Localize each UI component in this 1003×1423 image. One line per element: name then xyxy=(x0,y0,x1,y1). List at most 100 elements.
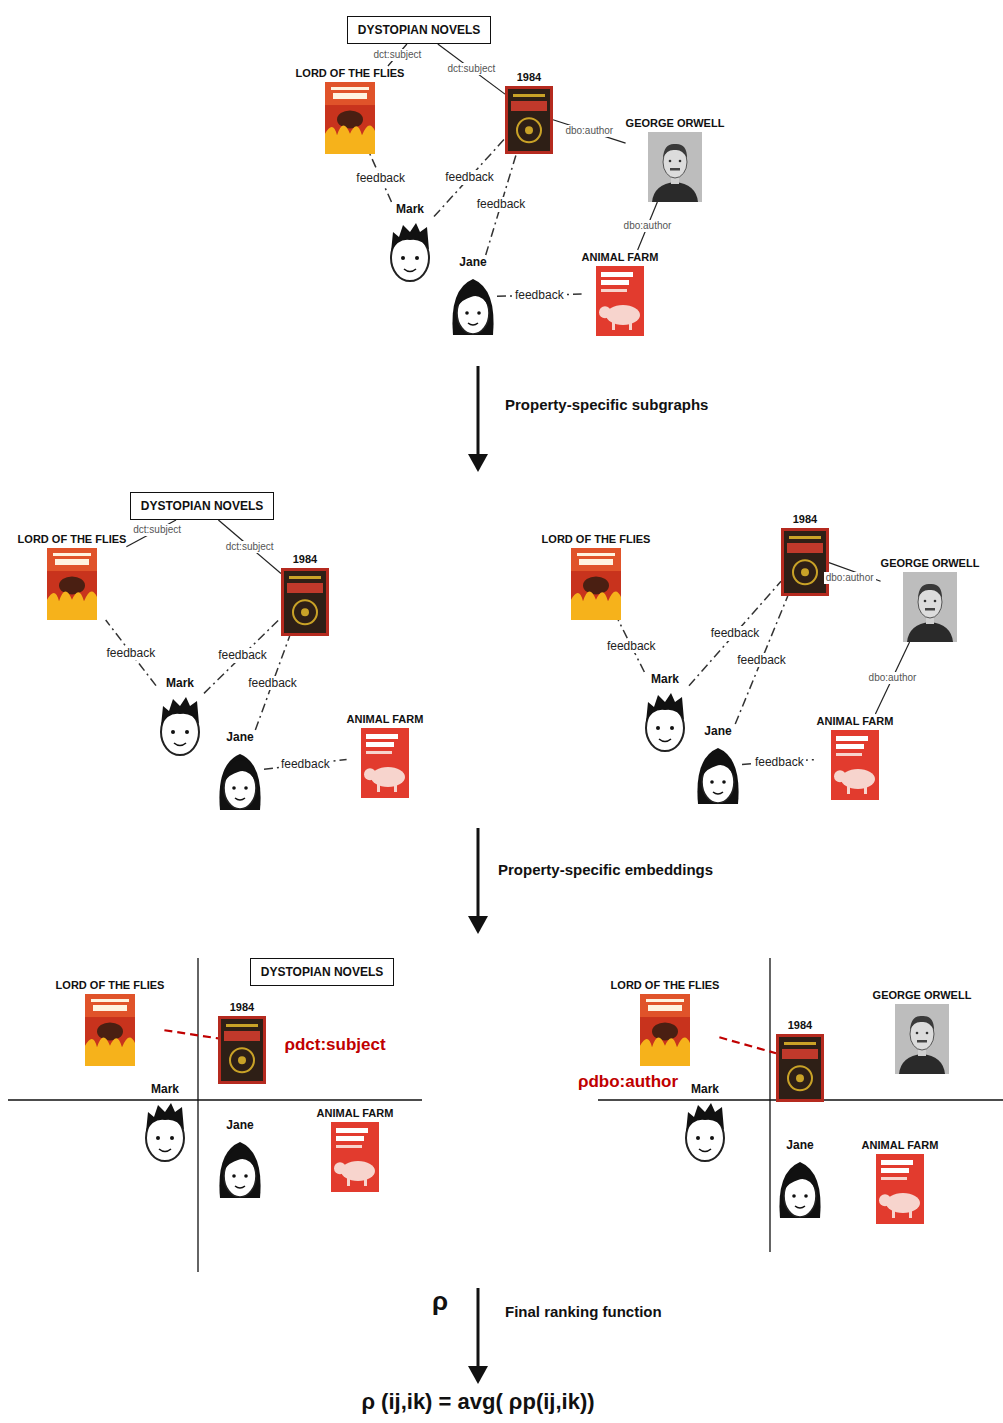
cover-pig-leg xyxy=(892,1210,895,1218)
face-eye xyxy=(792,1194,796,1198)
book-node: 1984 xyxy=(776,1018,824,1102)
node-title: GEORGE ORWELL xyxy=(626,116,725,130)
photo-ground xyxy=(895,1004,949,1074)
cover-band xyxy=(325,82,375,105)
cover-figure xyxy=(337,110,363,128)
face-eye xyxy=(465,311,469,315)
step-label: Property-specific embeddings xyxy=(498,861,713,879)
cover-ornament xyxy=(796,1074,804,1082)
step-arrow-head xyxy=(468,916,488,934)
face-fringe xyxy=(224,1148,256,1170)
face-fringe xyxy=(457,285,489,307)
cover-title-mark xyxy=(646,999,684,1002)
node-title: LORD OF THE FLIES xyxy=(296,66,405,80)
book-node: LORD OF THE FLIES xyxy=(18,532,127,620)
face-fringe xyxy=(702,754,734,776)
similarity-edge xyxy=(719,1037,776,1053)
face-eye xyxy=(401,256,405,260)
photo-eye xyxy=(924,600,927,603)
face-hair-back xyxy=(219,1142,260,1198)
lotf-icon xyxy=(325,82,375,154)
cover-title-mark xyxy=(881,1160,913,1165)
cover-title-mark xyxy=(53,553,91,556)
feedback-edge xyxy=(689,581,781,685)
cover-inner xyxy=(784,531,826,593)
user-node: Mark xyxy=(156,676,204,758)
cover-title-mark xyxy=(333,93,367,99)
cover-band xyxy=(287,583,323,593)
category-box: DYSTOPIAN NOVELS xyxy=(130,492,274,520)
node-title: Mark xyxy=(156,676,204,690)
rho-symbol: ρ xyxy=(432,1286,448,1317)
photo-moustache xyxy=(917,1040,927,1043)
face-hair-back xyxy=(452,279,493,335)
photo-hair xyxy=(918,584,942,598)
node-title: Mark xyxy=(386,202,434,216)
cover-title-mark xyxy=(336,1136,364,1141)
edge-label: dbo:author xyxy=(622,220,674,232)
lotf-icon xyxy=(571,548,621,620)
user-node: Jane xyxy=(216,730,264,814)
edge-label: feedback xyxy=(735,653,788,667)
face-eye xyxy=(156,1136,160,1140)
face-hair xyxy=(161,697,199,726)
cover-ornament xyxy=(293,600,317,624)
cover-pig xyxy=(841,769,875,789)
jane-icon xyxy=(216,1134,264,1202)
b1984-icon xyxy=(505,86,553,154)
node-title: Jane xyxy=(694,724,742,738)
user-node: Mark xyxy=(386,202,434,284)
photo-suit xyxy=(652,182,698,202)
edge-label: feedback xyxy=(753,755,806,769)
step-arrows xyxy=(477,366,480,1368)
step-label: Final ranking function xyxy=(505,1303,662,1321)
cover-title-mark xyxy=(336,1128,368,1133)
cover-pig xyxy=(341,1161,375,1181)
node-title: 1984 xyxy=(781,512,829,526)
orwell-icon xyxy=(648,132,702,202)
face-mouth xyxy=(235,798,245,800)
node-title: 1984 xyxy=(776,1018,824,1032)
book-node: ANIMAL FARM xyxy=(347,712,424,798)
cover-ornament xyxy=(801,568,809,576)
b1984-icon xyxy=(781,528,829,596)
cover-pig-head xyxy=(879,1194,891,1206)
face-mouth xyxy=(795,1206,805,1208)
lotf-icon xyxy=(47,548,97,620)
cover-pig-leg xyxy=(347,1178,350,1186)
book-node: 1984 xyxy=(781,512,829,596)
category-box: DYSTOPIAN NOVELS xyxy=(347,16,491,44)
step-arrow-shaft xyxy=(477,828,480,918)
cover-band xyxy=(85,994,135,1017)
jane-icon xyxy=(694,740,742,808)
book-cover xyxy=(640,994,690,1066)
jane-icon xyxy=(776,1154,824,1222)
cover-title-mark xyxy=(784,1042,816,1045)
cover-pig-head xyxy=(364,768,376,780)
step-arrow-shaft xyxy=(477,1288,480,1368)
ranking-formula: ρ (ij,ik) = avg( ρp(ij,ik)) xyxy=(361,1389,594,1415)
user-node: Jane xyxy=(694,724,742,808)
edge-label: dct:subject xyxy=(131,524,183,536)
cover-flames xyxy=(325,125,375,154)
face-eye xyxy=(656,726,660,730)
node-title: Mark xyxy=(681,1082,729,1096)
book-cover xyxy=(331,1122,379,1192)
edge-label: dbo:author xyxy=(824,572,876,584)
user-node: Mark xyxy=(681,1082,729,1164)
cover-band xyxy=(571,548,621,571)
book-node: LORD OF THE FLIES xyxy=(56,978,165,1066)
step-arrow-shaft xyxy=(477,366,480,456)
photo-eye xyxy=(679,160,682,163)
af-icon xyxy=(331,1122,379,1192)
node-title: GEORGE ORWELL xyxy=(873,988,972,1002)
face-hair xyxy=(646,693,684,722)
cover-pig-head xyxy=(834,770,846,782)
book-cover xyxy=(876,1154,924,1224)
cover-figure xyxy=(97,1022,123,1040)
cover-title-mark xyxy=(91,999,129,1002)
book-node: 1984 xyxy=(218,1000,266,1084)
photo-suit xyxy=(907,622,953,642)
cover-ornament xyxy=(525,126,533,134)
edge-label: feedback xyxy=(246,676,299,690)
